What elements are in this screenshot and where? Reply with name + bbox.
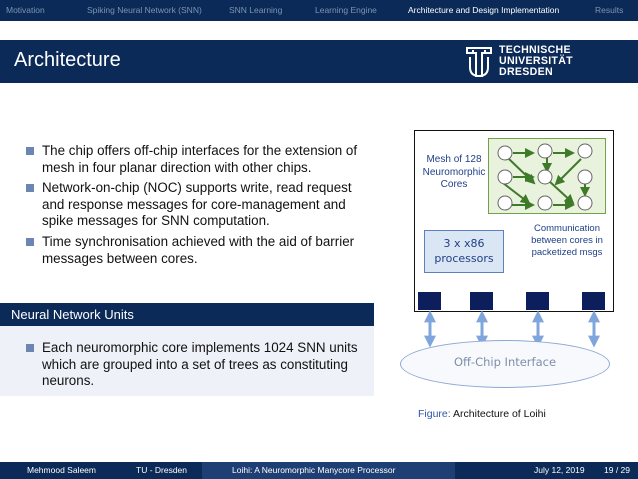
bullet-text: The chip offers off-chip interfaces for … bbox=[42, 143, 358, 175]
bullet-item: Network-on-chip (NOC) supports write, re… bbox=[24, 180, 374, 230]
bullet-text: Network-on-chip (NOC) supports write, re… bbox=[42, 180, 352, 229]
core-node-icon bbox=[497, 145, 513, 161]
neural-network-units-body: Each neuromorphic core implements 1024 S… bbox=[0, 326, 374, 396]
main-bullet-list: The chip offers off-chip interfaces for … bbox=[24, 143, 374, 271]
bullet-item: The chip offers off-chip interfaces for … bbox=[24, 143, 374, 176]
core-node-icon bbox=[577, 169, 593, 185]
core-node-icon bbox=[537, 169, 553, 185]
square-bullet-icon bbox=[26, 344, 34, 352]
square-bullet-icon bbox=[26, 147, 34, 155]
processor-line-1: 3 x x86 bbox=[443, 237, 485, 250]
core-node-icon bbox=[577, 195, 593, 211]
logo-text-line-2: UNIVERSITÄT bbox=[499, 54, 573, 67]
processor-block: 3 x x86 processors bbox=[424, 230, 504, 273]
io-port bbox=[418, 292, 441, 310]
footer-institute: TU - Dresden bbox=[136, 465, 188, 475]
core-node-icon bbox=[497, 195, 513, 211]
nav-item-results[interactable]: Results bbox=[595, 5, 624, 15]
university-logo: TECHNISCHE UNIVERSITÄT DRESDEN bbox=[463, 44, 625, 80]
core-node-icon bbox=[537, 143, 553, 159]
slide-footer: Mehmood Saleem TU - Dresden Loihi: A Neu… bbox=[0, 462, 638, 479]
block-title: Neural Network Units bbox=[11, 307, 134, 322]
nav-item-learning-engine[interactable]: Learning Engine bbox=[315, 5, 377, 15]
off-chip-label: Off-Chip Interface bbox=[453, 355, 557, 369]
figure-caption-text: Architecture of Loihi bbox=[453, 408, 546, 420]
processor-line-2: processors bbox=[434, 252, 494, 265]
communication-label: Communication between cores in packetize… bbox=[531, 223, 603, 258]
square-bullet-icon bbox=[26, 184, 34, 193]
footer-date: July 12, 2019 bbox=[534, 465, 585, 475]
bullet-text: Time synchronisation achieved with the a… bbox=[42, 233, 355, 266]
io-port bbox=[582, 292, 605, 310]
square-bullet-icon bbox=[26, 237, 34, 246]
core-mesh bbox=[488, 138, 606, 214]
nav-item-spiking-neural-network[interactable]: Spiking Neural Network (SNN) bbox=[87, 5, 202, 15]
off-chip-interface: Off-Chip Interface bbox=[400, 340, 610, 388]
core-node-icon bbox=[577, 143, 593, 159]
neural-network-units-header: Neural Network Units bbox=[0, 303, 374, 326]
nav-item-motivation[interactable]: Motivation bbox=[6, 5, 45, 15]
mesh-grid bbox=[497, 143, 593, 211]
footer-page-number: 19 / 29 bbox=[604, 465, 630, 475]
slide-title-bar: Architecture TECHNISCHE UNIVERSITÄT DRES… bbox=[0, 40, 638, 83]
core-node-icon bbox=[497, 169, 513, 185]
tu-dresden-emblem-icon bbox=[466, 47, 492, 78]
figure-label: Figure: bbox=[418, 408, 451, 420]
nav-item-architecture-design[interactable]: Architecture and Design Implementation bbox=[408, 5, 560, 15]
figure-caption: Figure: Architecture of Loihi bbox=[418, 408, 546, 420]
section-navigation-bar: Motivation Spiking Neural Network (SNN) … bbox=[0, 0, 638, 21]
logo-text-line-3: DRESDEN bbox=[499, 65, 553, 78]
slide-title: Architecture bbox=[14, 49, 121, 71]
bullet-item: Each neuromorphic core implements 1024 S… bbox=[24, 340, 364, 390]
bullet-item: Time synchronisation achieved with the a… bbox=[24, 234, 374, 267]
footer-talk-title: Loihi: A Neuromorphic Manycore Processor bbox=[232, 465, 396, 475]
interface-link-arrows bbox=[424, 310, 600, 348]
footer-author: Mehmood Saleem bbox=[27, 465, 96, 475]
io-port bbox=[526, 292, 549, 310]
core-node-icon bbox=[537, 195, 553, 211]
io-port bbox=[470, 292, 493, 310]
mesh-label: Mesh of 128 Neuromorphic Cores bbox=[422, 154, 486, 190]
nav-item-snn-learning[interactable]: SNN Learning bbox=[229, 5, 283, 15]
bullet-text: Each neuromorphic core implements 1024 S… bbox=[42, 340, 358, 389]
logo-text-line-1: TECHNISCHE bbox=[499, 44, 571, 56]
